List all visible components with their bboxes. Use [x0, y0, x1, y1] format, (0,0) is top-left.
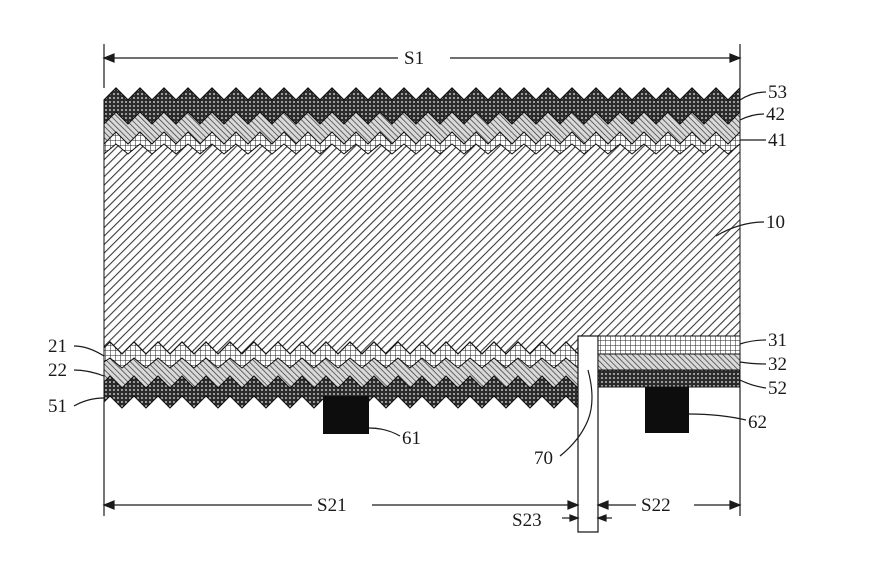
leader-lines: [73, 91, 767, 457]
label-22: 22: [48, 360, 67, 381]
label-61: 61: [402, 428, 421, 449]
label-32: 32: [768, 354, 787, 375]
isolation-gap-70: [577, 335, 599, 533]
layer-53: [103, 86, 741, 126]
label-10: 10: [766, 212, 785, 233]
label-62: 62: [748, 412, 767, 433]
label-s23: S23: [512, 510, 542, 531]
layer-32: [597, 353, 741, 371]
label-51: 51: [48, 396, 67, 417]
label-21: 21: [48, 336, 67, 357]
layer-52: [597, 369, 741, 388]
label-31: 31: [768, 330, 787, 351]
substrate-10: [103, 142, 741, 356]
label-s1: S1: [404, 48, 424, 69]
label-s22: S22: [641, 495, 671, 516]
layer-31: [597, 335, 741, 355]
dimension-s1: [102, 44, 742, 88]
label-70: 70: [534, 448, 553, 469]
dimension-lines-bottom: [102, 387, 742, 522]
label-52: 52: [768, 378, 787, 399]
electrode-61: [323, 396, 369, 434]
electrode-62: [645, 387, 689, 433]
label-41: 41: [768, 130, 787, 151]
label-53: 53: [768, 82, 787, 103]
label-s21: S21: [317, 495, 347, 516]
label-42: 42: [766, 104, 785, 125]
